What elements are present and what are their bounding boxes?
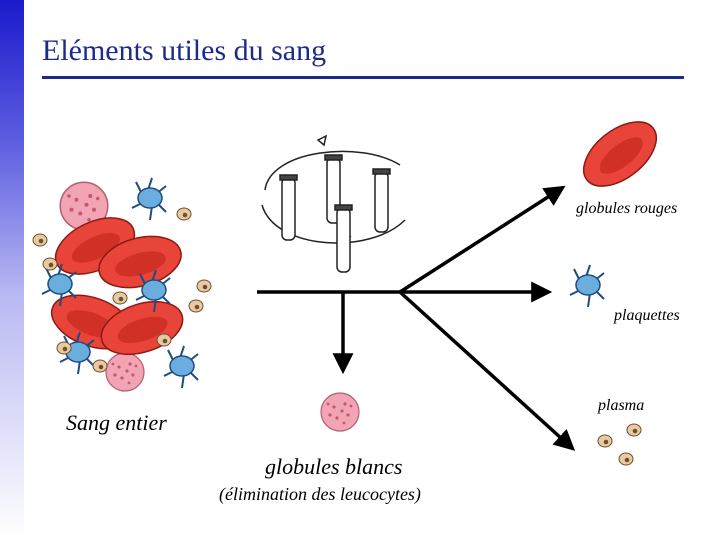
- platelet-product: [569, 264, 605, 308]
- label-white-cells: globules blancs: [265, 454, 403, 479]
- centrifuge-tubes-icon: [261, 134, 406, 273]
- label-plasma: plasma: [598, 397, 645, 414]
- title-underline: [42, 76, 684, 79]
- separation-arrows: [257, 185, 576, 451]
- label-white-cells-note: (élimination des leucocytes): [219, 484, 421, 504]
- whole-blood-cluster: [32, 177, 212, 392]
- slide-sidebar-gradient: [0, 0, 24, 540]
- plasma-product: [597, 423, 642, 466]
- label-whole-blood: Sang entier: [66, 410, 167, 435]
- slide-title: Eléments utiles du sang: [42, 34, 327, 67]
- label-red-cells: globules rouges: [576, 200, 678, 217]
- white-cell-product: [320, 392, 360, 432]
- red-cell-product: [571, 108, 669, 200]
- label-platelets: plaquettes: [614, 307, 680, 324]
